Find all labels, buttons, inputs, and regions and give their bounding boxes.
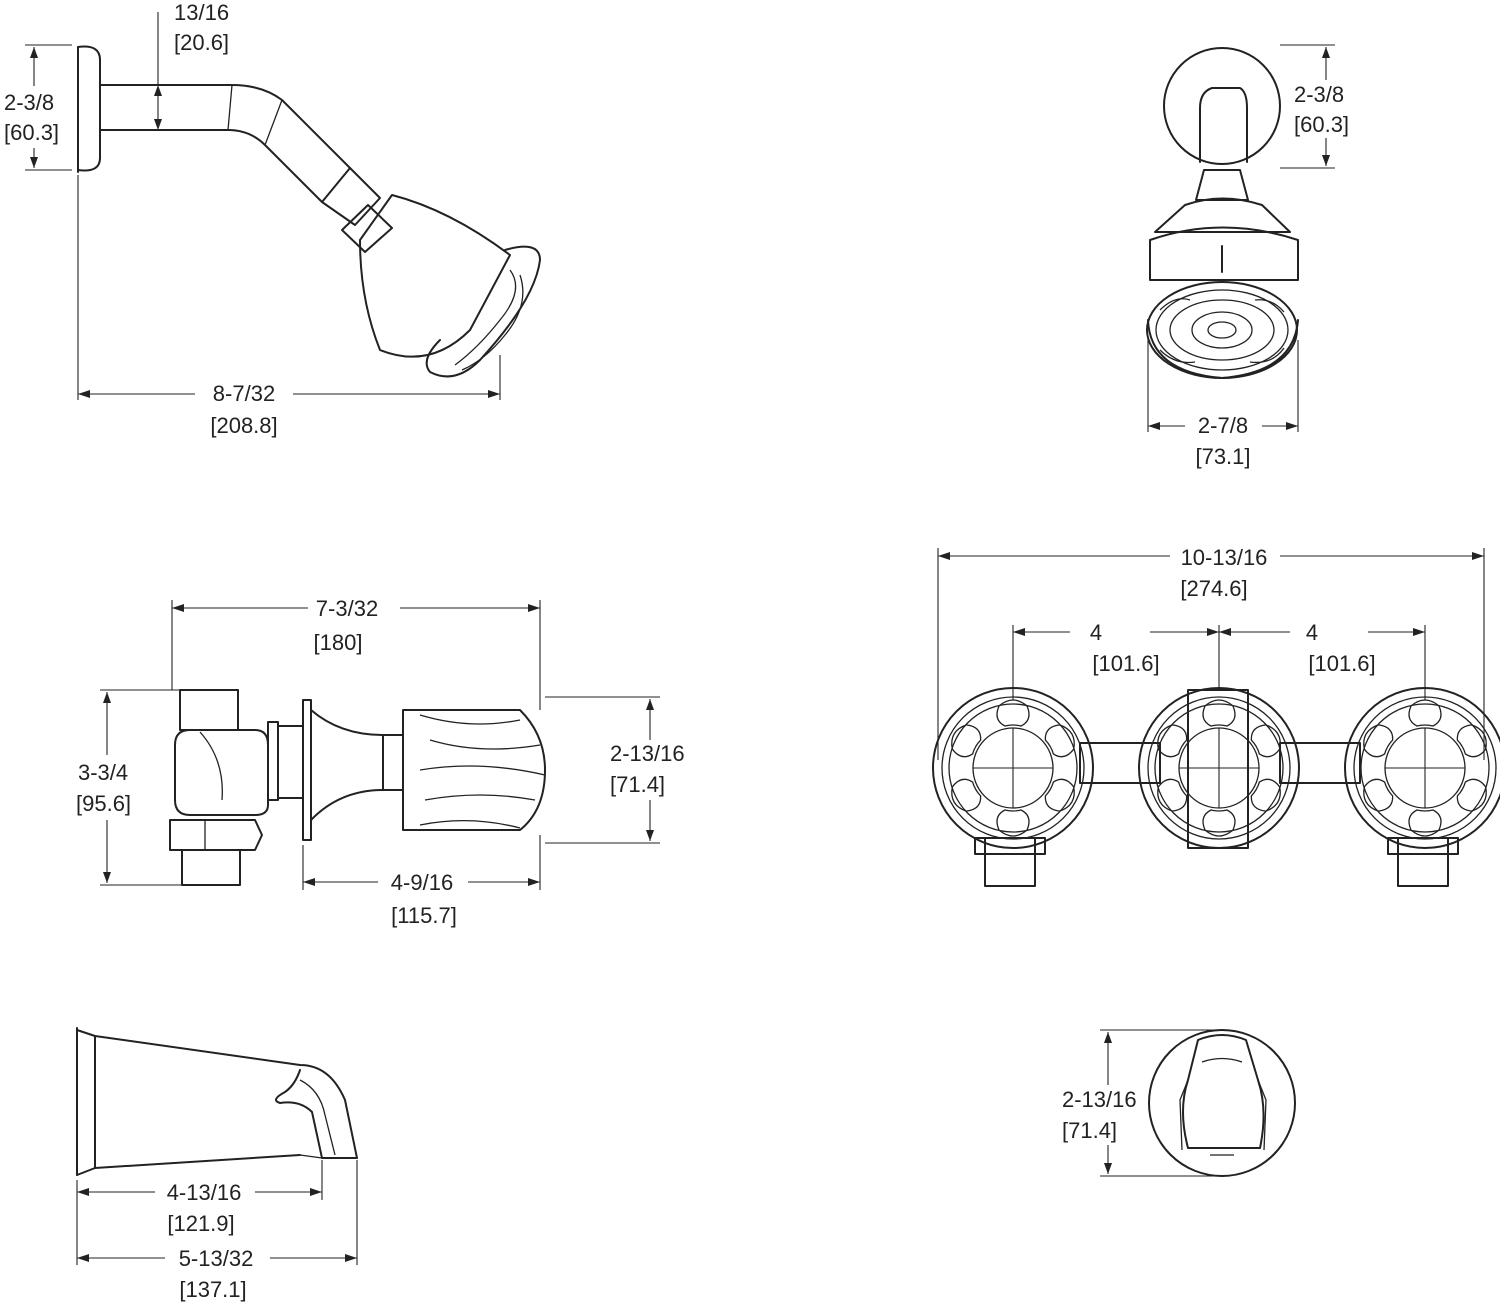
spout-side-view <box>76 1027 358 1176</box>
valve-side-dimensions <box>100 600 660 890</box>
shower-reach-metric: [208.8] <box>208 413 280 439</box>
right-spacing-imperial: 4 <box>1303 620 1321 646</box>
handle-height-imperial: 2-13/16 <box>608 741 687 767</box>
showerhead-face-imperial: 2-7/8 <box>1195 413 1251 439</box>
showerhead-side-dimensions <box>25 12 501 400</box>
valve-front-view <box>932 687 1500 887</box>
showerhead-side-view <box>77 45 541 378</box>
handle-depth-imperial: 4-9/16 <box>388 870 456 896</box>
right-spacing-metric: [101.6] <box>1306 651 1378 677</box>
handle-depth-metric: [115.7] <box>389 903 459 929</box>
spout-front-dimensions <box>1100 1029 1222 1177</box>
left-spacing-metric: [101.6] <box>1090 651 1162 677</box>
valve-overall-imperial: 7-3/32 <box>313 596 381 622</box>
spout-side-dimensions <box>76 1160 358 1265</box>
spout-front-view <box>1148 1029 1296 1177</box>
shower-neck-metric: [20.6] <box>172 30 232 56</box>
showerhead-front-flange-imperial: 2-3/8 <box>1292 82 1347 108</box>
spout-front-height-metric: [71.4] <box>1060 1118 1120 1144</box>
spout-outlet-metric: [121.9] <box>165 1211 237 1237</box>
spout-outlet-imperial: 4-13/16 <box>164 1180 244 1206</box>
handle-height-metric: [71.4] <box>608 772 668 798</box>
valve-front-dimensions <box>937 548 1485 760</box>
showerhead-front-view <box>1146 47 1299 379</box>
valve-front-overall-imperial: 10-13/16 <box>1178 545 1270 571</box>
spout-front-height-imperial: 2-13/16 <box>1060 1087 1139 1113</box>
spout-overall-metric: [137.1] <box>177 1277 249 1303</box>
valve-front-overall-metric: [274.6] <box>1178 576 1250 602</box>
shower-reach-imperial: 8-7/32 <box>210 381 278 407</box>
spout-overall-imperial: 5-13/32 <box>176 1246 256 1272</box>
valve-height-metric: [95.6] <box>74 791 134 817</box>
valve-overall-metric: [180] <box>311 630 365 656</box>
showerhead-face-metric: [73.1] <box>1193 444 1253 470</box>
left-spacing-imperial: 4 <box>1087 620 1105 646</box>
showerhead-front-dimensions <box>1147 44 1335 432</box>
valve-height-imperial: 3-3/4 <box>76 760 131 786</box>
shower-flange-metric: [60.3] <box>2 120 62 146</box>
valve-side-view <box>169 689 546 886</box>
shower-neck-imperial: 13/16 <box>172 0 232 26</box>
shower-flange-imperial: 2-3/8 <box>2 90 57 116</box>
showerhead-front-flange-metric: [60.3] <box>1292 112 1352 138</box>
